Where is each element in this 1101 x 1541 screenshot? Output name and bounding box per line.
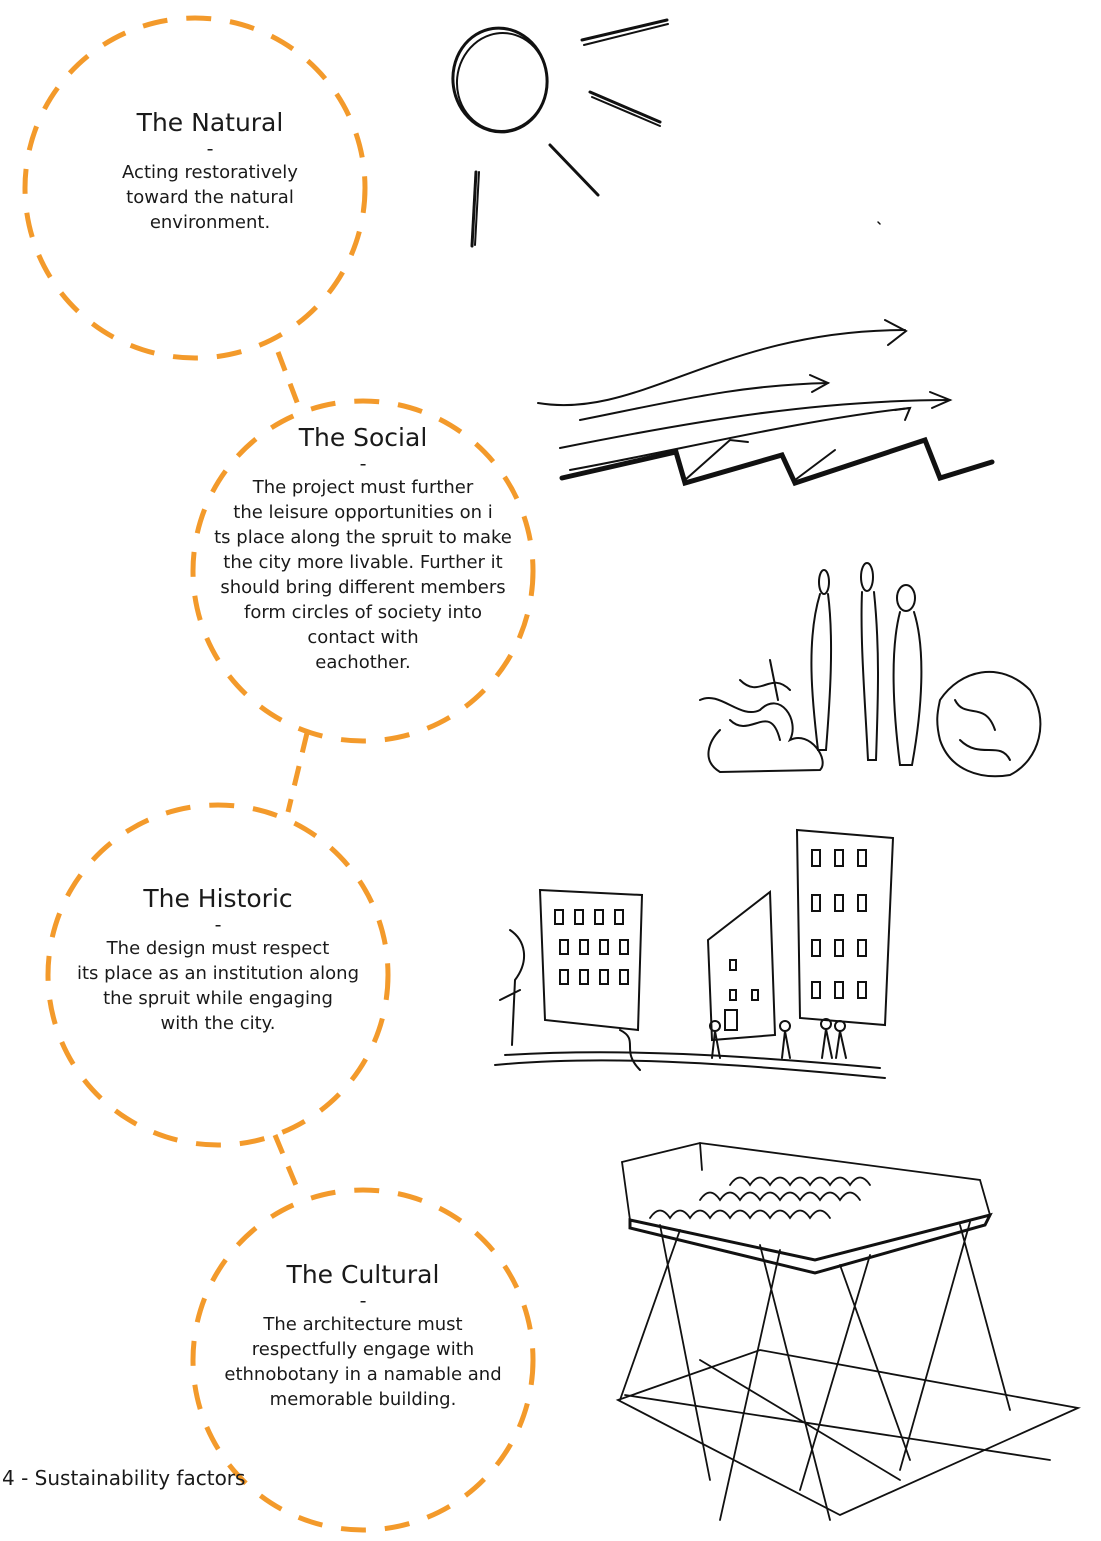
growth-arrows-icon [537, 319, 995, 487]
circle-connectors [272, 351, 310, 1196]
social-circle [190, 398, 536, 744]
factor-separator: - [359, 1290, 367, 1312]
historic-factor: The Historic - The design must respect i… [48, 884, 388, 1036]
factor-title: The Natural [136, 108, 284, 137]
factor-line: ts place along the spruit to make [214, 527, 512, 548]
factor-line: The design must respect [106, 938, 330, 959]
factor-line: should bring different members [220, 577, 506, 598]
factor-line: its place as an institution along [77, 963, 359, 984]
natural-circle [22, 15, 368, 361]
factor-line: memorable building. [269, 1389, 457, 1410]
cultural-circle [190, 1187, 536, 1533]
people-with-plants-icon [699, 562, 1042, 778]
factor-line: ethnobotany in a namable and [224, 1364, 502, 1385]
natural-factor: The Natural - Acting restoratively towar… [95, 108, 325, 235]
factor-separator: - [359, 453, 367, 475]
factor-line: respectfully engage with [251, 1339, 475, 1360]
factor-line: The architecture must [263, 1314, 463, 1335]
factor-line: Acting restoratively [122, 162, 298, 183]
factor-line: form circles of society into [243, 602, 482, 623]
figure-caption: 4 - Sustainability factors [2, 1466, 246, 1490]
factor-title: The Cultural [286, 1260, 440, 1289]
social-factor: The Social - The project must further th… [193, 423, 533, 675]
factor-line: environment. [149, 212, 271, 233]
city-buildings-icon [494, 828, 895, 1079]
factor-line: contact with [307, 627, 419, 648]
factor-line: eachother. [315, 652, 411, 673]
factor-line: with the city. [160, 1013, 276, 1034]
historic-circle [45, 802, 391, 1148]
sun-icon [451, 18, 881, 248]
factor-line: the leisure opportunities on i [233, 502, 493, 523]
factor-line: the spruit while engaging [103, 988, 333, 1009]
factor-separator: - [206, 138, 214, 160]
factor-separator: - [214, 914, 222, 936]
factor-title: The Historic [143, 884, 293, 913]
factor-line: The project must further [252, 477, 474, 498]
cultural-factor: The Cultural - The architecture must res… [198, 1260, 528, 1412]
factor-line: toward the natural [126, 187, 294, 208]
canopy-structure-icon [615, 1142, 1082, 1521]
factor-line: the city more livable. Further it [223, 552, 503, 573]
factor-title: The Social [298, 423, 428, 452]
